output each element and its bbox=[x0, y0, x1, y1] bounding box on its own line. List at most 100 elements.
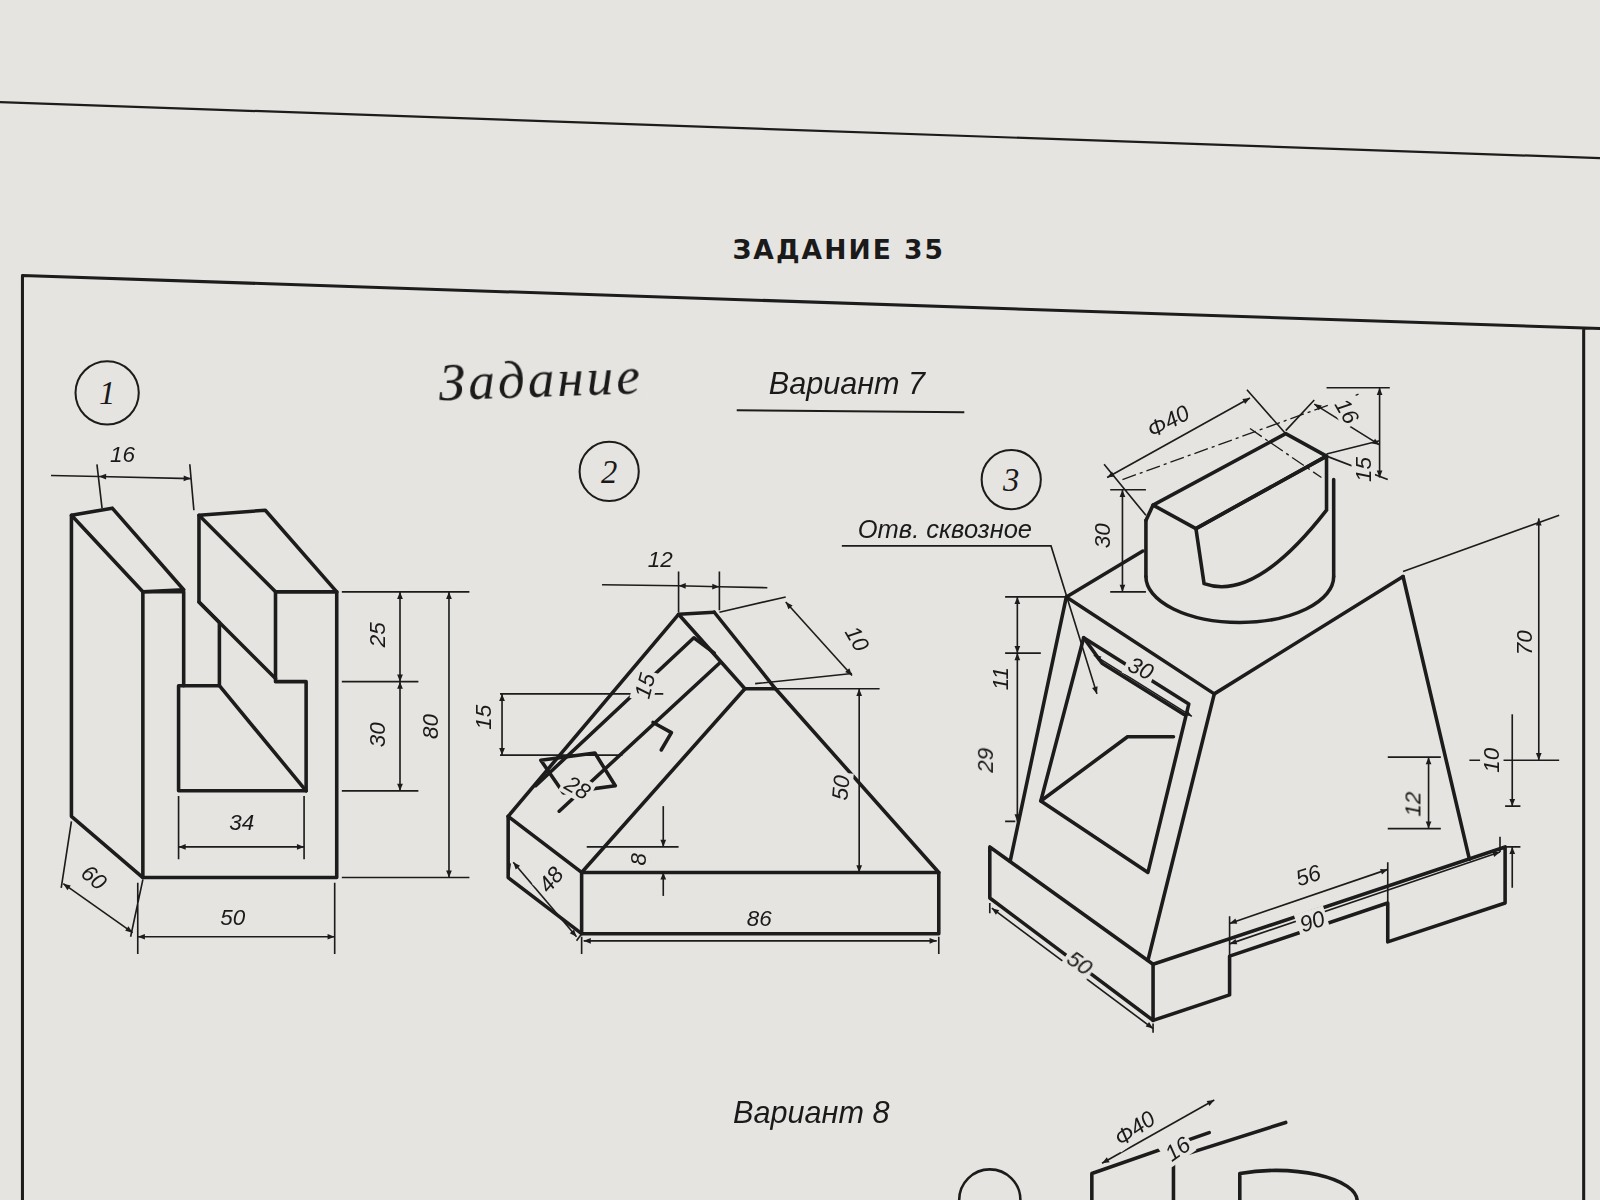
dimension-value: 12 bbox=[1401, 789, 1425, 820]
sheet-frame-line bbox=[22, 276, 1600, 1200]
part-3-isometric-line bbox=[1153, 434, 1326, 529]
dimension-value: 16 bbox=[1158, 1130, 1197, 1167]
part-3-dimensions-line bbox=[1017, 597, 1019, 653]
part-1-dimensions-line bbox=[99, 477, 191, 479]
part-1-dimensions-line bbox=[51, 476, 99, 477]
part-1-isometric-line bbox=[199, 515, 276, 678]
callout-number: 1 bbox=[99, 377, 115, 410]
dimension-value: 70 bbox=[1513, 627, 1537, 658]
variant-title: Вариант 8 bbox=[730, 1096, 893, 1128]
part-3-dimensions-line bbox=[1511, 714, 1513, 806]
part-3-isometric-line bbox=[990, 847, 1153, 1020]
handwritten-heading: Задание bbox=[435, 348, 647, 411]
part-2-dimensions bbox=[500, 571, 939, 954]
callout-number: 3 bbox=[1003, 463, 1019, 496]
part-3-dimensions-line bbox=[1122, 490, 1124, 592]
part-2-isometric-line bbox=[653, 722, 671, 750]
part-3-dimensions-line bbox=[1230, 852, 1500, 944]
part-3-dimensions-line bbox=[842, 546, 1097, 694]
part-1-isometric-line bbox=[71, 508, 183, 592]
part-1-dimensions-line bbox=[448, 592, 450, 878]
dimension-value: 11 bbox=[988, 664, 1012, 693]
part-2-isometric-line bbox=[582, 872, 939, 933]
callout-circle: 3 bbox=[981, 449, 1042, 510]
callout-circle: 1 bbox=[74, 360, 139, 425]
dimension-value: 25 bbox=[366, 619, 390, 650]
part-3-isometric bbox=[990, 434, 1505, 1021]
dimension-value: 60 bbox=[74, 859, 113, 897]
dimension-value: 30 bbox=[366, 719, 390, 750]
centre-lines bbox=[1122, 393, 1362, 480]
part-3-isometric-line bbox=[1041, 638, 1184, 801]
dimension-value: 15 bbox=[629, 668, 660, 704]
part-2-dimensions-line bbox=[500, 571, 939, 954]
part-3-dimensions-line bbox=[1428, 757, 1430, 828]
part-1-dimensions-line bbox=[179, 846, 305, 848]
part-3-dimensions bbox=[842, 388, 1559, 1033]
callout-number: 2 bbox=[601, 455, 617, 488]
note: Отв. сквозное bbox=[855, 515, 1035, 542]
dimension-value: 10 bbox=[1480, 745, 1504, 776]
variant-8-partial-line bbox=[959, 1169, 1020, 1200]
dimension-value: 29 bbox=[974, 745, 998, 776]
dimension-value: 90 bbox=[1294, 905, 1331, 937]
part-2-dimensions-line bbox=[662, 806, 664, 847]
sheet-frame bbox=[0, 102, 1600, 1200]
dimension-value: 16 bbox=[107, 442, 138, 466]
dimension-value: 16 bbox=[1329, 392, 1365, 431]
dimension-value: 56 bbox=[1290, 859, 1327, 891]
part-3-isometric-line bbox=[1146, 505, 1153, 520]
part-2-dimensions-line bbox=[602, 585, 679, 586]
dimension-value: Φ40 bbox=[1141, 399, 1196, 443]
dimension-value: 86 bbox=[744, 907, 775, 931]
callout-circle: 2 bbox=[579, 441, 640, 502]
dimension-value: 10 bbox=[839, 619, 875, 658]
dimension-value: 15 bbox=[472, 702, 496, 733]
dimension-value: 28 bbox=[558, 770, 597, 806]
part-1-isometric-line bbox=[199, 510, 337, 592]
part-2-dimensions-line bbox=[584, 940, 937, 942]
page-title: ЗАДАНИЕ 35 bbox=[729, 235, 948, 266]
dimension-value: 50 bbox=[217, 906, 248, 930]
part-2-dimensions-line bbox=[662, 872, 664, 895]
part-3-dimensions-line bbox=[1017, 653, 1019, 821]
part-1-isometric-line bbox=[143, 592, 337, 878]
variant-8-partial-line bbox=[1102, 1100, 1214, 1163]
part-2-dimensions-line bbox=[719, 587, 767, 588]
part-3-dimensions-line bbox=[1538, 518, 1540, 760]
part-2-dimensions-line bbox=[858, 689, 860, 873]
sheet-frame-line bbox=[0, 102, 1600, 158]
part-1-isometric-line bbox=[219, 686, 306, 791]
part-3-dimensions-line bbox=[992, 908, 1153, 1028]
part-1-dimensions-line bbox=[61, 464, 469, 954]
dimension-value: 15 bbox=[1351, 454, 1375, 485]
part-2-dimensions-line bbox=[501, 694, 503, 755]
dimension-value: 12 bbox=[645, 547, 676, 571]
part-2-isometric-line bbox=[679, 612, 776, 689]
part-3-dimensions-line bbox=[1511, 847, 1513, 888]
part-3-isometric-line bbox=[1041, 638, 1189, 873]
part-1-isometric-line bbox=[71, 515, 142, 877]
part-3-isometric-line bbox=[1153, 847, 1505, 1020]
part-1-isometric-line bbox=[184, 602, 220, 686]
dimension-value: 8 bbox=[627, 850, 651, 869]
dimension-value: 80 bbox=[419, 711, 443, 742]
part-1-dimensions bbox=[51, 464, 469, 954]
part-3-isometric-line bbox=[1196, 456, 1327, 587]
part-2-dimensions-line bbox=[679, 586, 720, 587]
variant-8-partial bbox=[959, 1100, 1357, 1200]
part-2-isometric-line bbox=[536, 638, 720, 811]
part-2-isometric-line bbox=[508, 816, 581, 933]
dimension-value: 48 bbox=[532, 860, 570, 899]
dimension-value: 34 bbox=[226, 811, 257, 835]
variant-title: Вариант 7 bbox=[766, 368, 929, 400]
part-2-dimensions-line bbox=[786, 602, 852, 675]
dimension-value: 50 bbox=[828, 771, 854, 804]
dimension-value: 30 bbox=[1090, 520, 1114, 551]
part-1-dimensions-line bbox=[399, 592, 401, 682]
part-3-dimensions-line bbox=[990, 388, 1559, 1033]
sheet-frame-line bbox=[737, 410, 965, 412]
